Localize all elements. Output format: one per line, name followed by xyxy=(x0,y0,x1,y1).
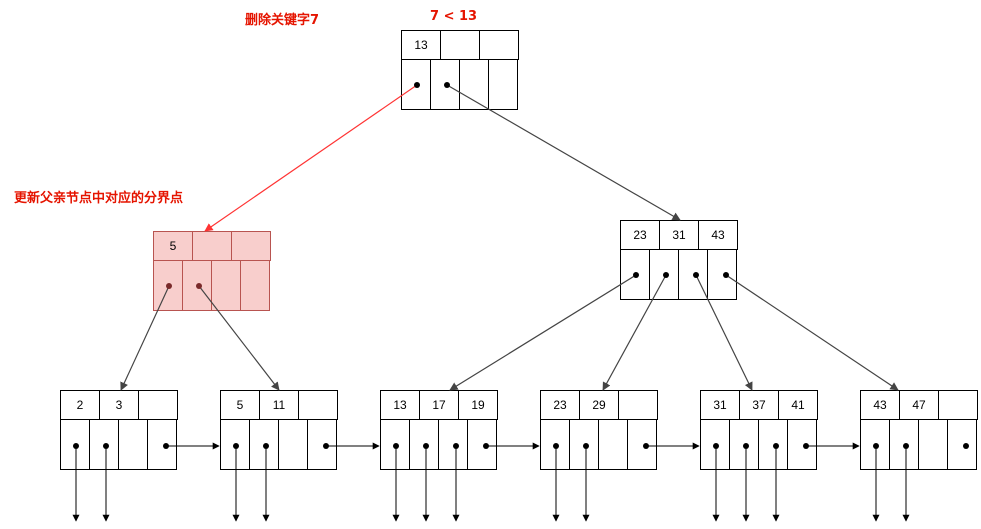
edge-left-to-leaf-1 xyxy=(120,285,170,391)
pointer-dot xyxy=(663,272,669,278)
update-parent-label: 更新父亲节点中对应的分界点 xyxy=(14,191,184,206)
leaf-node: 31 37 41 xyxy=(700,390,820,470)
edge-root-to-right xyxy=(446,84,681,221)
edge-right-to-leaf-4 xyxy=(602,274,667,391)
internal-right-pointer-4 xyxy=(707,249,737,300)
leaf-node: 43 47 xyxy=(860,390,980,470)
root-pointer-4 xyxy=(488,59,518,110)
comparison-label: 7 < 13 xyxy=(430,9,478,24)
leaf-next-pointer xyxy=(307,419,337,470)
leaf-node: 5 11 xyxy=(220,390,340,470)
leaf-node: 23 29 xyxy=(540,390,660,470)
internal-left-key-1: 5 xyxy=(153,231,193,261)
edge-root-to-left xyxy=(204,84,418,232)
internal-node-left: 5 xyxy=(153,231,273,311)
leaf-next-pointer xyxy=(627,419,657,470)
leaf-next-pointer xyxy=(467,419,497,470)
leaf-next-pointer xyxy=(947,419,977,470)
pointer-dot xyxy=(196,283,202,289)
pointer-dot xyxy=(166,283,172,289)
edge-right-to-leaf-5 xyxy=(695,274,753,391)
pointer-dot xyxy=(633,272,639,278)
leaf-next-pointer xyxy=(147,419,177,470)
edge-right-to-leaf-6 xyxy=(725,274,899,391)
edge-right-to-leaf-3 xyxy=(449,274,637,391)
leaf-next-pointer xyxy=(787,419,817,470)
pointer-dot xyxy=(693,272,699,278)
internal-left-pointer-4 xyxy=(240,260,270,311)
edge-left-to-leaf-2 xyxy=(198,285,280,391)
pointer-dot xyxy=(723,272,729,278)
leaf-node: 2 3 xyxy=(60,390,180,470)
root-node: 13 xyxy=(401,30,521,110)
pointer-dot xyxy=(444,82,450,88)
pointer-dot xyxy=(963,443,969,449)
internal-left-pointer-3 xyxy=(211,260,241,311)
delete-key-label: 删除关键字7 xyxy=(245,13,320,28)
leaf-node: 13 17 19 xyxy=(380,390,500,470)
internal-node-right: 23 31 43 xyxy=(620,220,740,300)
pointer-dot xyxy=(414,82,420,88)
